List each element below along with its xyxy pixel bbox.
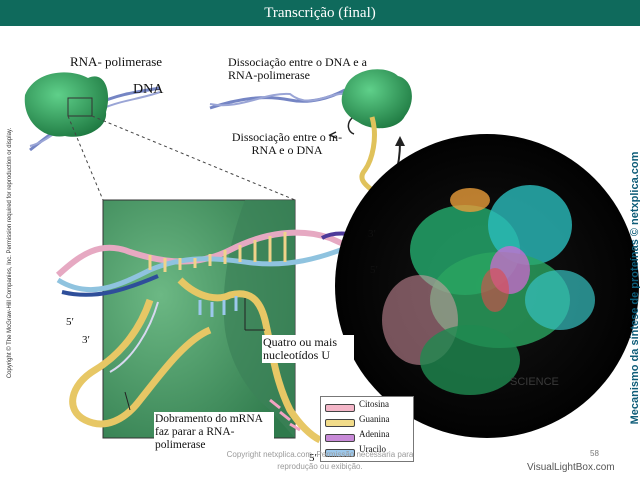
polymerase-structure-ball: [335, 134, 639, 438]
dissociation-dna-polymerase: [209, 69, 412, 129]
label-rna-polimerase: RNA- polimerase: [70, 54, 163, 69]
polymerase-on-dna: [24, 72, 161, 152]
guanina-swatch: [325, 419, 355, 427]
label-dna: DNA: [133, 82, 164, 97]
legend-label: Citosina: [359, 399, 390, 409]
legend-item-adenina: Adenina: [325, 429, 413, 443]
label-dissociation-dna-polymerase: Dissociação entre o DNA e a RNA-polimera…: [228, 55, 367, 82]
free-polymerase-blob: [341, 69, 412, 129]
adenina-swatch: [325, 434, 355, 442]
side-caption: Mecanismo da síntese de proteínas © netx…: [629, 151, 640, 425]
label-dobramento: Dobramento do mRNA faz parar a RNA-polim…: [154, 412, 274, 453]
page-number: 58: [590, 449, 599, 458]
label-five-prime-left: 5′: [66, 316, 74, 328]
label-five-prime-bottom: 5′: [309, 452, 317, 464]
dna-helix-panel: [55, 229, 367, 297]
citosina-swatch: [325, 404, 355, 412]
label-quatro-nucleotidos: Quatro ou mais nucleotídos U: [262, 335, 354, 363]
zoom-box: [67, 97, 93, 117]
rna-polymerase-blob: [24, 72, 109, 137]
watermark: VisualLightBox.com: [527, 462, 615, 473]
label-three-prime-left: 3′: [82, 334, 90, 346]
label-dissociation-mrna-dna: Dissociação entre o m-RNA e o DNA: [231, 130, 343, 157]
legend-label: Adenina: [359, 429, 390, 439]
footer-copyright: Copyright netxplica.com. Permissão neces…: [226, 450, 414, 471]
mrna-hairpin: [69, 277, 322, 444]
slide-title: Transcrição (final): [0, 0, 640, 26]
base-legend: Citosina Guanina Adenina Uracilo: [320, 396, 414, 462]
label-three-prime-top: 3′: [368, 228, 376, 240]
label-five-prime-top: 5′: [370, 264, 378, 276]
legend-label: Uracilo: [359, 444, 386, 454]
legend-item-uracilo: Uracilo: [325, 444, 413, 458]
science-watermark: SCIENCE: [510, 376, 559, 388]
legend-item-guanina: Guanina: [325, 414, 413, 428]
legend-item-citosina: Citosina: [325, 399, 413, 413]
uracilo-swatch: [325, 449, 355, 457]
legend-label: Guanina: [359, 414, 390, 424]
